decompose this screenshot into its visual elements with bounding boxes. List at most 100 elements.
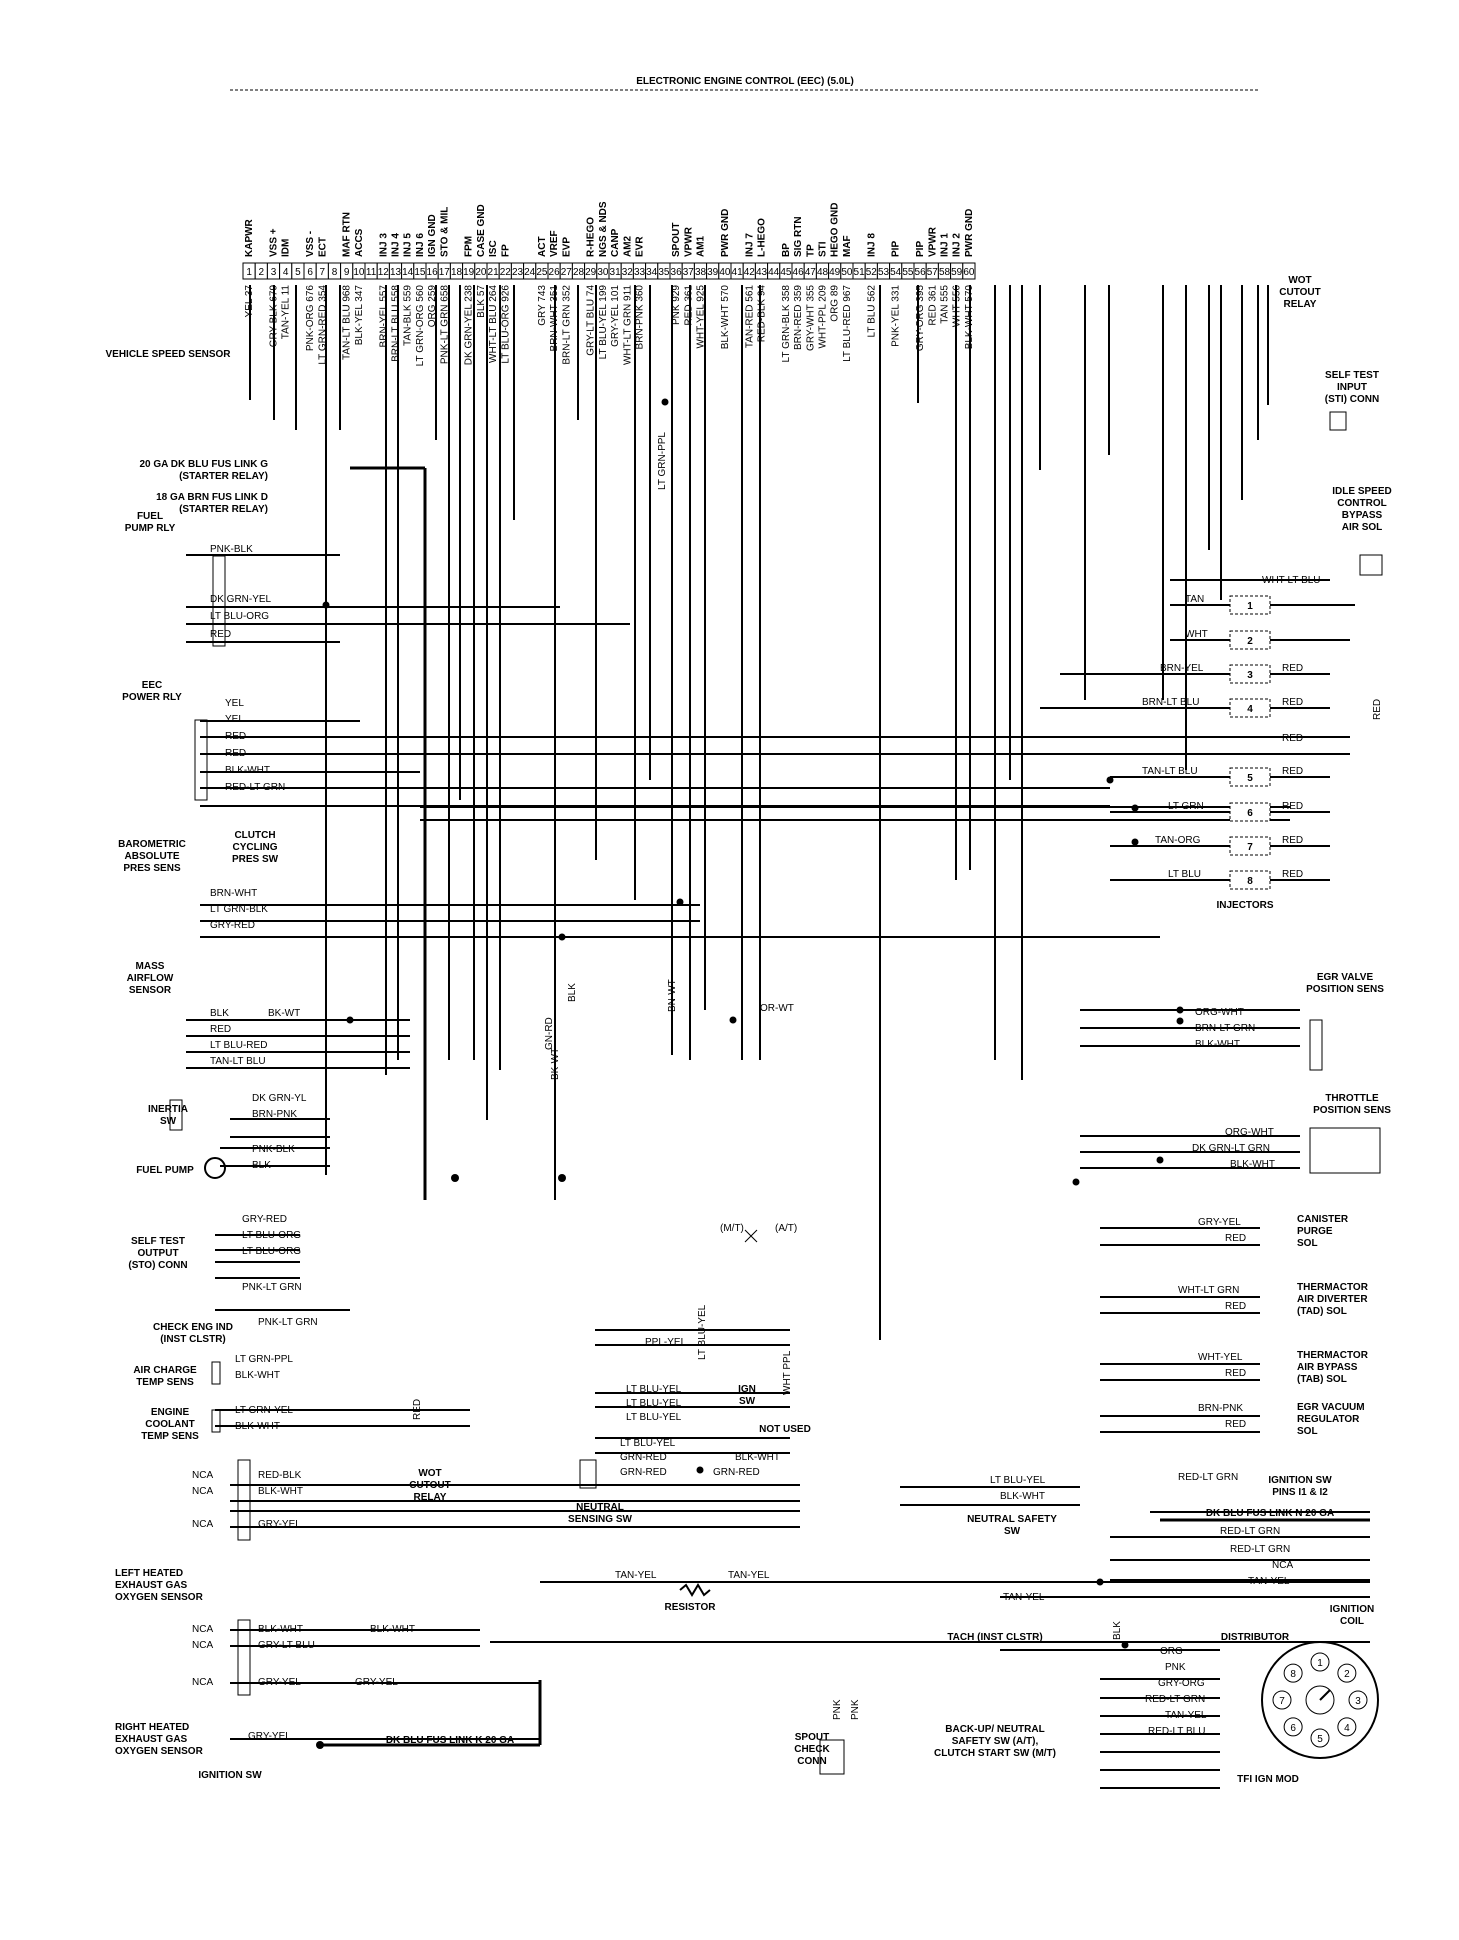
svg-text:18 GA BRN FUS LINK D: 18 GA BRN FUS LINK D [156, 492, 268, 503]
svg-text:IGN: IGN [738, 1384, 756, 1395]
svg-text:GRY-YEL: GRY-YEL [258, 1519, 301, 1530]
svg-text:LT BLU-YEL: LT BLU-YEL [697, 1304, 708, 1360]
pin-wire-color-label: LT BLU-ORG 926 [500, 285, 511, 364]
connector-pin-number: 15 [414, 267, 426, 278]
svg-text:SPOUT: SPOUT [795, 1732, 829, 1743]
pin-wire-color-label: BRN-LT GRN 352 [561, 285, 572, 365]
distributor-pin [1310, 1652, 1330, 1672]
svg-text:LT BLU-ORG: LT BLU-ORG [210, 611, 269, 622]
svg-text:INJECTORS: INJECTORS [1216, 900, 1273, 911]
svg-text:ENGINE: ENGINE [151, 1407, 190, 1418]
pin-wire-color-label: BRN-YEL 557 [378, 285, 389, 348]
pin-function-label: ISC [488, 240, 499, 257]
pin-function-label: STI [818, 241, 829, 257]
pin-function-label: FPM [464, 236, 475, 257]
pin-function-label: VREF [549, 230, 560, 257]
svg-text:PRES SW: PRES SW [232, 854, 279, 865]
svg-text:BLK: BLK [210, 1008, 229, 1019]
svg-text:LT BLU-YEL: LT BLU-YEL [626, 1384, 682, 1395]
svg-text:DK GRN-YL: DK GRN-YL [252, 1093, 307, 1104]
distributor-pin-number: 8 [1290, 1669, 1296, 1680]
distributor-pin-number: 2 [1344, 1669, 1350, 1680]
svg-text:THROTTLE: THROTTLE [1325, 1093, 1379, 1104]
svg-text:EGR VACUUM: EGR VACUUM [1297, 1402, 1365, 1413]
svg-text:POSITION SENS: POSITION SENS [1313, 1105, 1391, 1116]
svg-text:GRY-YEL: GRY-YEL [1198, 1217, 1241, 1228]
svg-text:PNK: PNK [850, 1699, 861, 1720]
connector-pin-number: 39 [707, 267, 719, 278]
pin-function-label: INJ 8 [866, 233, 877, 257]
svg-text:BLK-WHT: BLK-WHT [370, 1624, 415, 1635]
component-symbols [169, 411, 1383, 1775]
svg-text:SENSING SW: SENSING SW [568, 1514, 632, 1525]
connector-pin-number: 47 [805, 267, 817, 278]
connector-pin-number: 14 [402, 267, 414, 278]
connector-pin-number: 11 [366, 267, 377, 278]
svg-text:RED: RED [1282, 835, 1303, 846]
svg-text:(TAB) SOL: (TAB) SOL [1297, 1374, 1347, 1385]
connector-pin-number: 30 [597, 267, 609, 278]
connector-pin-number: 20 [475, 267, 487, 278]
svg-text:(STARTER RELAY): (STARTER RELAY) [179, 471, 268, 482]
pin-wire-color-label: TAN 555 [940, 285, 951, 324]
svg-text:RED: RED [1282, 697, 1303, 708]
svg-text:LT BLU-YEL: LT BLU-YEL [626, 1412, 682, 1423]
svg-text:OXYGEN SENSOR: OXYGEN SENSOR [115, 1746, 204, 1757]
connector-pin-number: 9 [344, 267, 350, 278]
pin-function-label: INJ 2 [952, 233, 963, 257]
distributor-pin-number: 3 [1355, 1696, 1361, 1707]
svg-text:RED-LT GRN: RED-LT GRN [1230, 1544, 1290, 1555]
pin-function-label: ACCS [354, 228, 365, 257]
svg-text:GRY-RED: GRY-RED [242, 1214, 287, 1225]
pin-wire-color-label: RED 361 [683, 285, 694, 326]
pin-function-label: INJ 6 [415, 233, 426, 257]
connector-pin-number: 23 [512, 267, 524, 278]
svg-text:PNK-BLK: PNK-BLK [210, 544, 253, 555]
svg-text:NOT USED: NOT USED [759, 1424, 811, 1435]
svg-text:EGR VALVE: EGR VALVE [1317, 972, 1374, 983]
distributor-pin [1337, 1717, 1357, 1737]
pin-function-label: EVP [561, 237, 572, 257]
pin-wire-color-label: TAN-BLK 559 [403, 285, 414, 346]
svg-text:PNK-LT GRN: PNK-LT GRN [242, 1282, 302, 1293]
connector-pin-number: 8 [332, 267, 338, 278]
connector-pin-number: 18 [451, 267, 463, 278]
svg-text:TAN-YEL: TAN-YEL [1165, 1710, 1207, 1721]
vss-label: VEHICLE SPEED SENSOR [105, 349, 231, 360]
distributor-pin [1348, 1690, 1368, 1710]
pin-function-label: STO & MIL [439, 207, 450, 257]
pin-wire-color-label: LT BLU-RED 967 [842, 285, 853, 362]
pin-wire-color-label: GRY-ORG 395 [915, 285, 926, 352]
pin-wire-color-label: GRY 743 [537, 285, 548, 326]
svg-text:WHT-LT GRN: WHT-LT GRN [1178, 1285, 1239, 1296]
pin-wire-color-label: BLK-WHT 570 [720, 285, 731, 350]
svg-text:NCA: NCA [192, 1624, 213, 1635]
svg-text:BLK: BLK [252, 1160, 271, 1171]
svg-text:EEC: EEC [142, 680, 163, 691]
svg-text:TAN-ORG: TAN-ORG [1155, 835, 1201, 846]
connector-pin-number: 10 [353, 267, 365, 278]
pin-function-label: PIP [915, 241, 926, 257]
connector-pin-number: 32 [622, 267, 634, 278]
connector-pin-number: 6 [307, 267, 313, 278]
pin-function-label: TP [805, 244, 816, 257]
distributor-pin-number: 5 [1317, 1734, 1323, 1745]
svg-text:LT BLU-ORG: LT BLU-ORG [242, 1230, 301, 1241]
pin-wire-color-label: LT BLU 562 [866, 285, 877, 338]
svg-text:TACH (INST CLSTR): TACH (INST CLSTR) [947, 1632, 1042, 1643]
svg-text:RIGHT HEATED: RIGHT HEATED [115, 1722, 189, 1733]
svg-text:SELF TEST: SELF TEST [1325, 370, 1379, 381]
svg-text:RED: RED [1282, 663, 1303, 674]
connector-pin-number: 56 [915, 267, 927, 278]
pin-function-label: AM1 [696, 235, 707, 257]
injector-connector [1229, 767, 1271, 787]
svg-text:EXHAUST GAS: EXHAUST GAS [115, 1734, 188, 1745]
connector-pin-number: 28 [573, 267, 585, 278]
svg-text:CUTOUT: CUTOUT [409, 1480, 450, 1491]
svg-text:SW: SW [160, 1116, 177, 1127]
vertical-wires [249, 285, 1269, 1340]
connector-pin-number: 4 [283, 267, 289, 278]
injector-number: 1 [1247, 601, 1253, 612]
